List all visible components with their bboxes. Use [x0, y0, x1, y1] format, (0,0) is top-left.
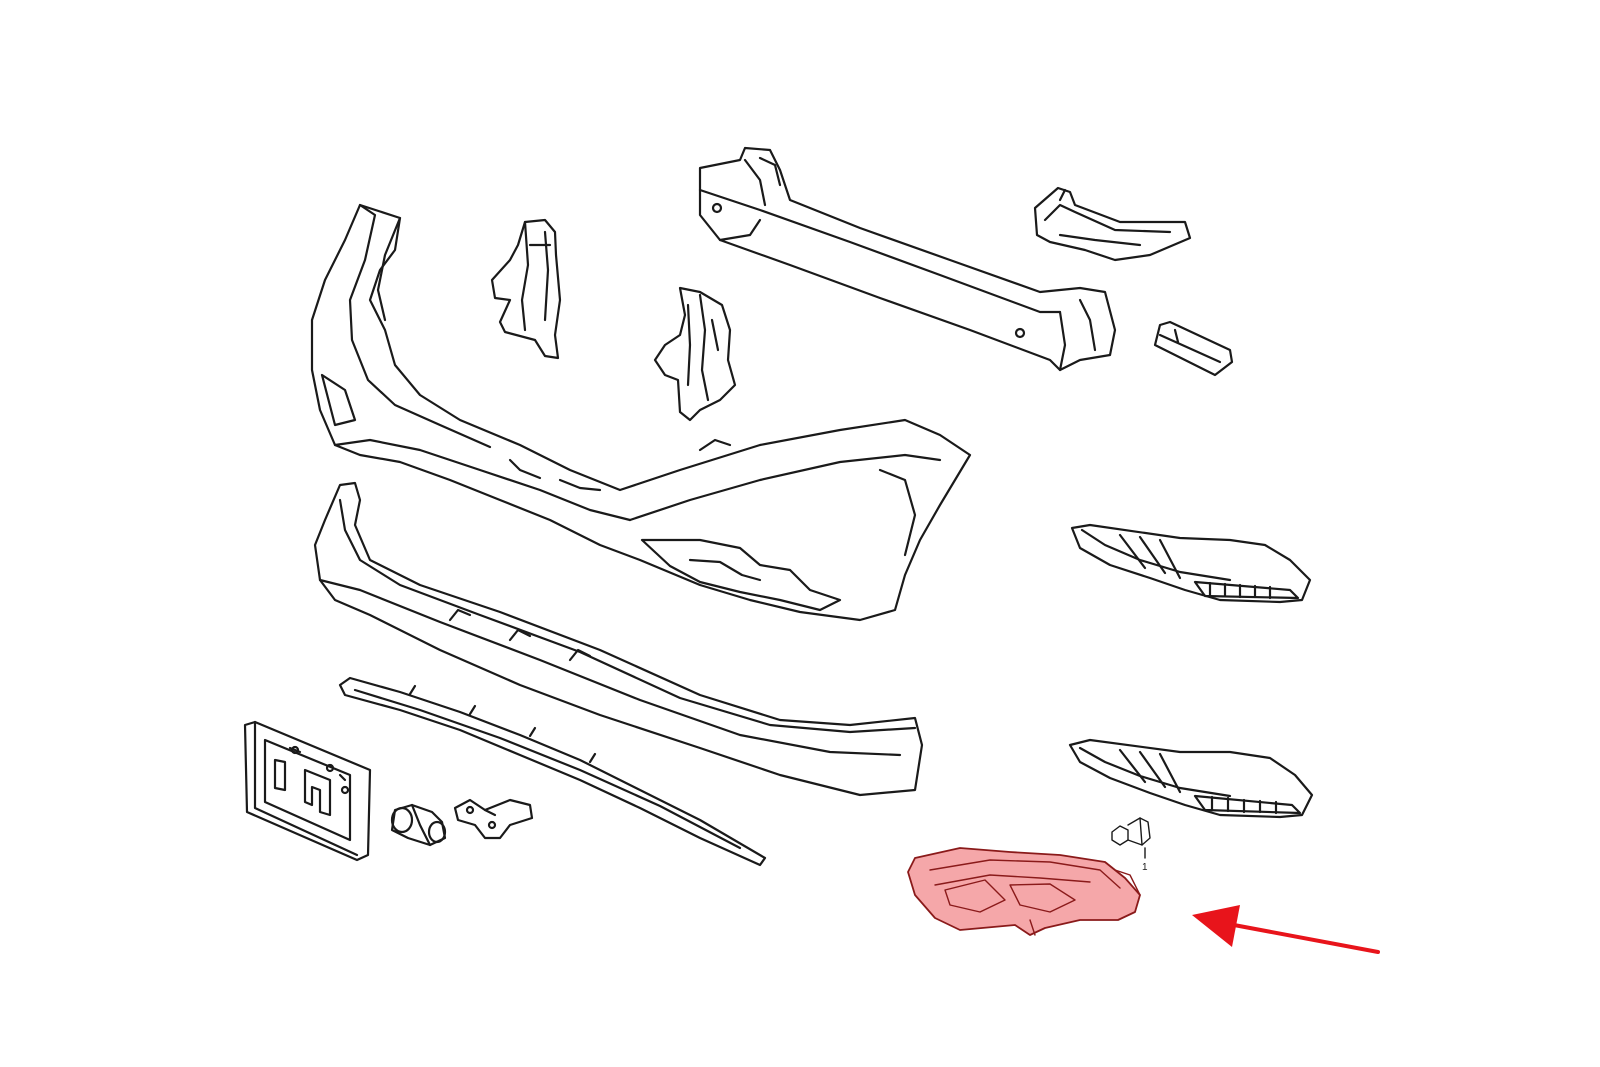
fog-lamp-bezel-upper — [1070, 523, 1312, 604]
left-bumper-bracket — [490, 218, 562, 360]
fog-lamp-bezel-lower — [1068, 738, 1314, 819]
bumper-reinforcement-beam — [698, 146, 1117, 372]
lower-molding-strip — [338, 676, 767, 867]
upper-side-bracket — [1033, 186, 1192, 262]
license-plate-bracket — [243, 720, 372, 862]
fog-lamp-bulb: 1 — [1111, 817, 1151, 873]
fog-lamp-assembly — [907, 847, 1141, 936]
parking-sensor — [390, 803, 447, 847]
sensor-mount-bracket — [453, 798, 534, 840]
beam-end-clip — [1153, 320, 1234, 377]
lower-lip-spoiler — [313, 481, 924, 797]
right-bumper-bracket — [653, 286, 737, 422]
bulb-callout-number: 1 — [1142, 862, 1148, 873]
front-bumper-cover — [310, 203, 972, 622]
fog-lamp-highlight-fill — [907, 847, 1141, 936]
highlight-arrow-icon — [1192, 905, 1380, 954]
